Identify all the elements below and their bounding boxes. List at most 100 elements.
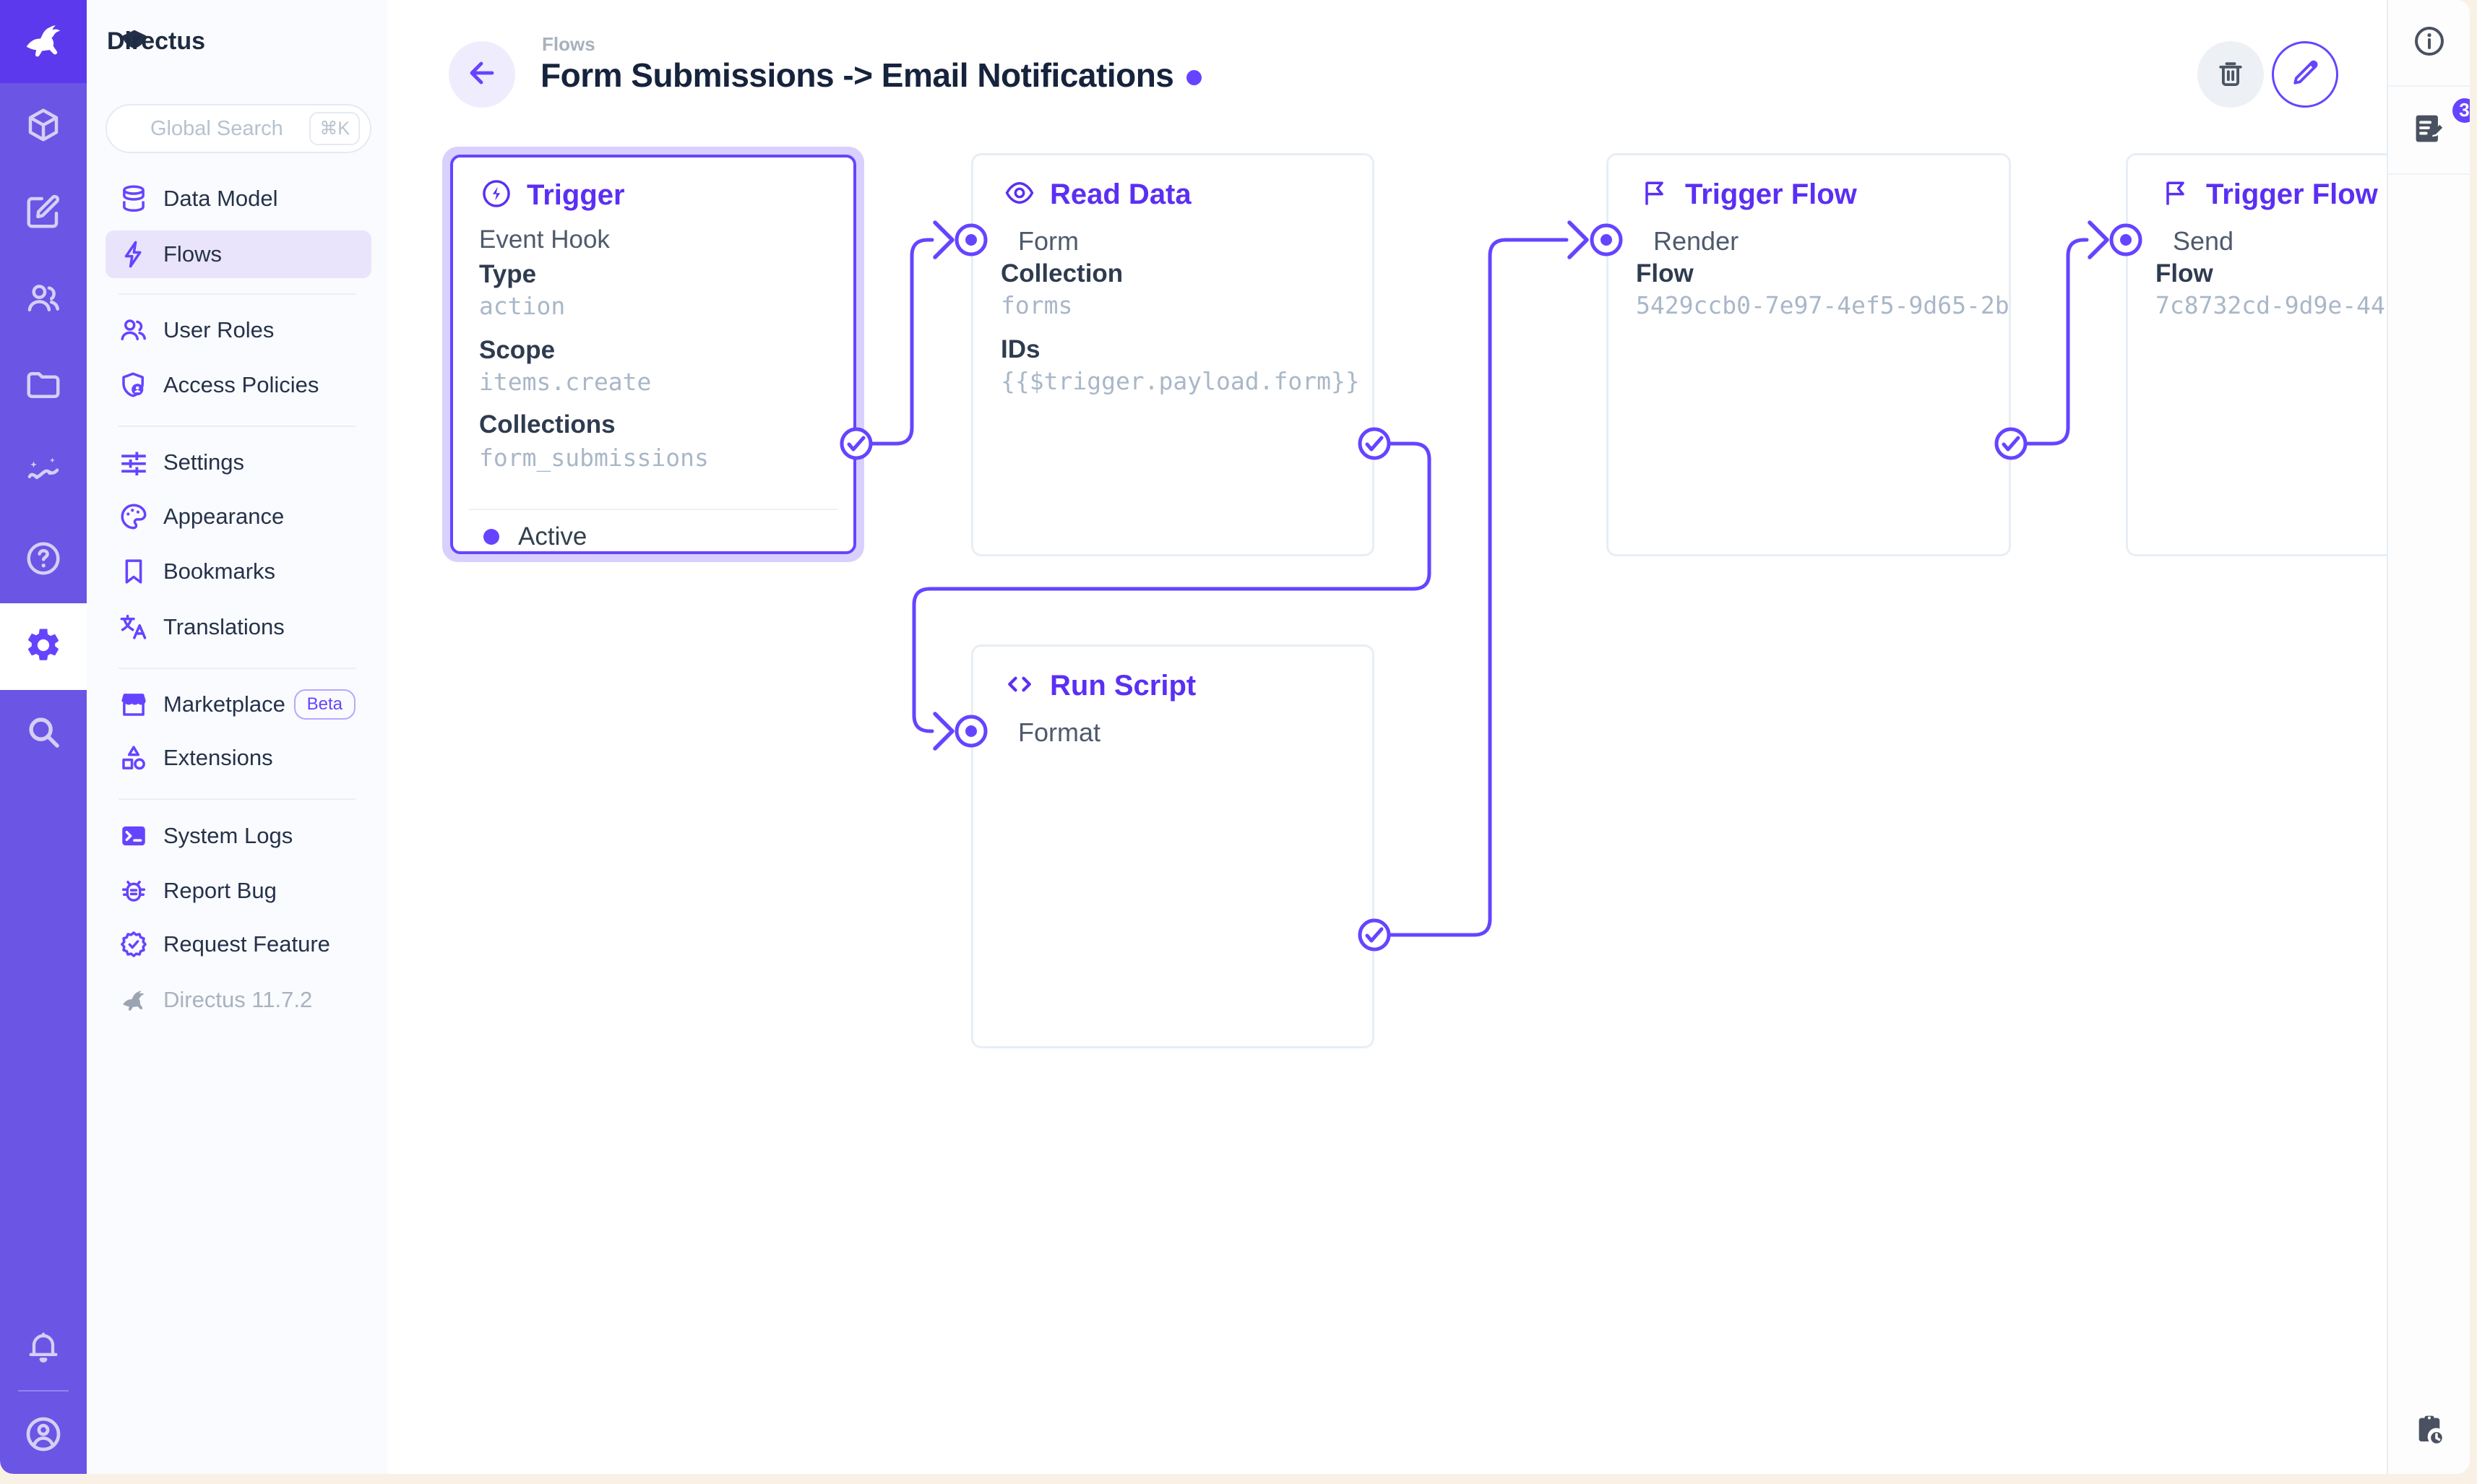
global-search[interactable]: ⌘K — [105, 104, 371, 153]
sidebar-item-request-feature[interactable]: Request Feature — [105, 920, 371, 968]
module-users[interactable] — [0, 256, 87, 343]
insights-icon — [24, 452, 63, 495]
sidebar-item-label: User Roles — [163, 317, 275, 342]
field-value: form_submissions — [479, 444, 709, 472]
flag-icon — [1639, 177, 1671, 212]
field-label: Flow — [1636, 259, 1694, 288]
module-help[interactable] — [0, 517, 87, 603]
activity-log-icon: 3 — [2411, 95, 2470, 151]
folder-icon — [24, 366, 63, 408]
terminal-icon — [119, 821, 149, 851]
users-icon — [24, 279, 63, 322]
field-value: items.create — [479, 368, 652, 396]
tune-icon — [119, 447, 149, 478]
trigger-bolt-icon — [481, 178, 512, 213]
field-label: Flow — [2155, 259, 2213, 288]
sidebar-divider — [2388, 173, 2470, 175]
rabbit-logo-icon — [20, 16, 67, 67]
sidebar-item-translations[interactable]: Translations — [105, 603, 371, 651]
sidebar-item-user-roles[interactable]: User Roles — [105, 306, 371, 354]
nav-divider — [119, 798, 356, 800]
field-value: 5429ccb0-7e97-4ef5-9d65-2b… — [1636, 291, 2011, 319]
sidebar-item-label: Bookmarks — [163, 558, 276, 584]
nav-divider — [119, 426, 356, 427]
sidebar-item-label: Data Model — [163, 186, 278, 211]
notification-count-badge: 3 — [2449, 95, 2470, 126]
panel-divider — [469, 509, 837, 510]
edit-flow-button[interactable] — [2272, 41, 2338, 108]
account-icon — [23, 1414, 64, 1458]
flow-panel-run-script[interactable]: Run Script Format — [971, 644, 1374, 1048]
delete-flow-button[interactable] — [2197, 41, 2264, 108]
operation-name: Render — [1653, 226, 1739, 256]
logs-sidebar-button[interactable]: 3 — [2388, 87, 2470, 173]
sidebar-item-label: Settings — [163, 449, 245, 475]
sidebar-item-label: Marketplace — [163, 691, 285, 717]
field-label: Collection — [1001, 259, 1124, 288]
back-button[interactable] — [449, 41, 515, 108]
module-files[interactable] — [0, 343, 87, 430]
panel-title: Trigger Flow — [2206, 178, 2378, 210]
bookmark-icon — [119, 556, 149, 587]
flow-panel-trigger-flow-render[interactable]: Trigger Flow Render Flow 5429ccb0-7e97-4… — [1606, 153, 2011, 556]
connection-trigger-flow-1-to-2 — [2024, 238, 2089, 446]
bolt-icon — [119, 239, 149, 269]
rabbit-icon — [119, 985, 149, 1015]
global-search-input[interactable] — [150, 116, 302, 141]
breadcrumb[interactable]: Flows — [542, 33, 595, 55]
operation-name: Form — [1018, 226, 1079, 256]
module-insights[interactable] — [0, 430, 87, 517]
flow-color-dot — [1186, 70, 1202, 86]
module-content[interactable] — [0, 83, 87, 170]
directus-logo[interactable] — [0, 0, 87, 83]
shapes-icon — [119, 743, 149, 773]
navigation-panel: Directus ⌘K Data Model Flows User Roles — [87, 0, 387, 1474]
sidebar-item-label: System Logs — [163, 823, 293, 848]
nav-divider — [119, 293, 356, 295]
sidebar-item-extensions[interactable]: Extensions — [105, 734, 371, 782]
sidebar-item-report-bug[interactable]: Report Bug — [105, 867, 371, 915]
module-editor[interactable] — [0, 170, 87, 256]
sidebar-item-appearance[interactable]: Appearance — [105, 493, 371, 540]
search-shortcut-keycap: ⌘K — [309, 112, 360, 145]
project-name: Directus — [107, 27, 206, 55]
sidebar-item-flows[interactable]: Flows — [105, 230, 371, 278]
sidebar-item-settings[interactable]: Settings — [105, 439, 371, 486]
gear-icon — [24, 626, 63, 668]
arrow-head-icon — [933, 712, 955, 751]
module-settings[interactable] — [0, 603, 87, 690]
operation-name: Format — [1018, 717, 1101, 747]
palette-icon — [119, 501, 149, 532]
project-switcher[interactable]: Directus — [87, 17, 387, 65]
bell-icon — [25, 1328, 62, 1369]
code-icon — [1004, 668, 1035, 704]
user-avatar[interactable] — [0, 1392, 87, 1474]
sidebar-item-label: Request Feature — [163, 931, 330, 957]
operation-name: Send — [2173, 226, 2234, 256]
flow-panel-read-data[interactable]: Read Data Form Collection forms IDs {{$t… — [971, 153, 1374, 556]
flow-panel-trigger[interactable]: Trigger Event Hook Type action Scope ite… — [450, 155, 856, 554]
compose-icon — [24, 192, 63, 235]
sidebar-item-system-logs[interactable]: System Logs — [105, 812, 371, 860]
sidebar-item-data-model[interactable]: Data Model — [105, 175, 371, 223]
beta-badge: Beta — [293, 689, 356, 720]
sidebar-item-access-policies[interactable]: Access Policies — [105, 361, 371, 409]
sidebar-item-bookmarks[interactable]: Bookmarks — [105, 548, 371, 595]
module-bar — [0, 0, 87, 1474]
users-icon — [119, 315, 149, 345]
sidebar-item-label: Appearance — [163, 504, 285, 529]
sidebar-item-marketplace[interactable]: Marketplace Beta — [105, 681, 371, 728]
panel-title: Trigger — [527, 179, 625, 211]
panel-title: Trigger Flow — [1685, 178, 1857, 210]
storefront-icon — [119, 689, 149, 720]
sidebar-item-label: Extensions — [163, 745, 273, 770]
seal-check-icon — [119, 929, 149, 959]
notifications-bell[interactable] — [0, 1305, 87, 1392]
scheduled-tasks-button[interactable] — [2388, 1390, 2470, 1474]
flag-icon — [2160, 177, 2192, 212]
status-dot — [483, 529, 499, 545]
info-sidebar-button[interactable] — [2388, 0, 2470, 85]
arrow-head-icon — [2088, 220, 2109, 259]
page-title: Form Submissions -> Email Notifications — [540, 56, 1202, 95]
module-search[interactable] — [0, 690, 87, 777]
